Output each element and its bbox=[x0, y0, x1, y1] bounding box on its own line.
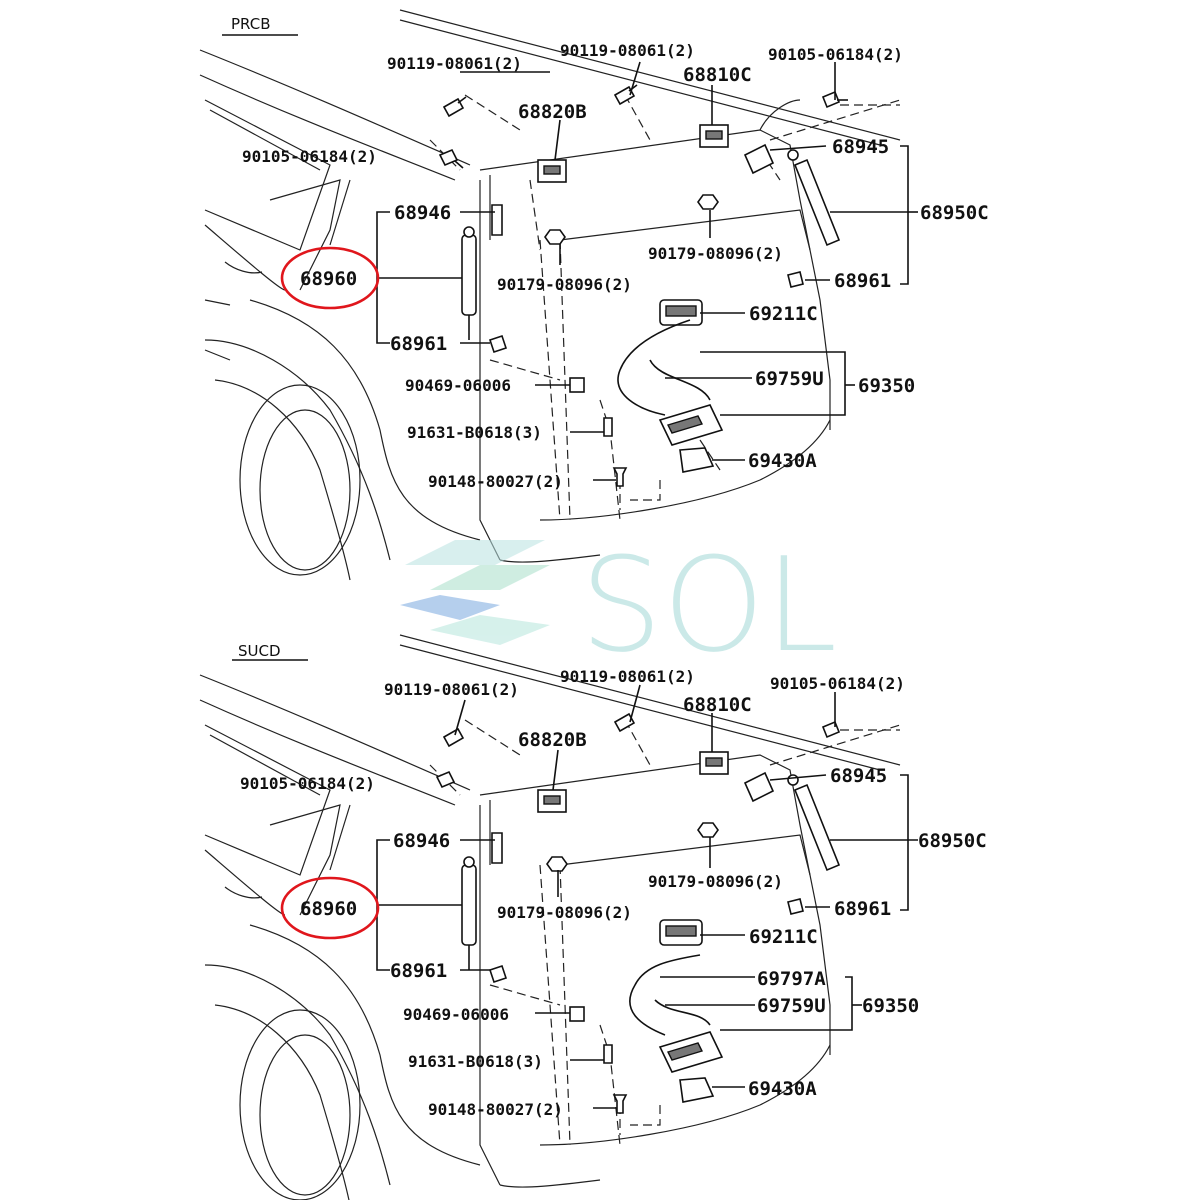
vehicle-body-outline bbox=[199, 9, 901, 581]
part-number: 68945 bbox=[832, 136, 889, 158]
hinge-icon bbox=[537, 789, 567, 813]
part-number: 90179-08096(2) bbox=[648, 872, 783, 891]
part-number: 91631-B0618(3) bbox=[408, 1052, 543, 1071]
part-number: 68961 bbox=[834, 270, 891, 292]
part-number: 68820B bbox=[518, 101, 587, 123]
highlighted-part-number: 68960 bbox=[300, 898, 357, 920]
bolt-icon bbox=[613, 712, 636, 733]
part-number: 68820B bbox=[518, 729, 587, 751]
bolt-icon bbox=[442, 727, 465, 748]
gas-strut-icon bbox=[461, 856, 477, 970]
part-number: 69430A bbox=[748, 450, 817, 472]
part-number: 68945 bbox=[830, 765, 887, 787]
bolt-icon bbox=[438, 148, 464, 169]
bracket-icon bbox=[743, 771, 775, 803]
part-number: 68810C bbox=[683, 694, 752, 716]
hinge-icon bbox=[537, 159, 567, 183]
part-number: 90105-06184(2) bbox=[240, 774, 375, 793]
hinge-icon bbox=[699, 124, 729, 148]
screw-icon bbox=[612, 467, 628, 487]
highlight-circle bbox=[280, 246, 380, 310]
part-number: 68950C bbox=[918, 830, 987, 852]
diagram-panel-prcb: PRCB 90119-08061(2) 90119-08061(2) 90105… bbox=[199, 9, 989, 581]
part-number-labels: PRCB 90119-08061(2) 90119-08061(2) 90105… bbox=[231, 15, 989, 491]
vehicle-body-outline bbox=[199, 634, 901, 1200]
cable-icon bbox=[629, 954, 711, 1036]
part-number: 69797A bbox=[757, 968, 826, 990]
bolt-icon bbox=[488, 334, 508, 354]
part-number: 90179-08096(2) bbox=[497, 275, 632, 294]
part-number: 90119-08061(2) bbox=[560, 41, 695, 60]
bolt-icon bbox=[435, 770, 456, 789]
part-number: 90105-06184(2) bbox=[770, 674, 905, 693]
part-number: 69211C bbox=[749, 926, 818, 948]
part-number: 69759U bbox=[755, 368, 824, 390]
gas-strut-icon bbox=[787, 774, 841, 872]
latch-icon bbox=[658, 404, 724, 446]
part-number: 90119-08061(2) bbox=[560, 667, 695, 686]
bolt-icon bbox=[488, 964, 508, 984]
cable-icon bbox=[617, 319, 711, 416]
nut-icon bbox=[546, 856, 568, 872]
bolt-icon bbox=[787, 271, 804, 288]
clip-icon bbox=[569, 1006, 585, 1022]
part-number: 69350 bbox=[862, 995, 919, 1017]
sol-logo-icon bbox=[400, 540, 550, 645]
part-number: 68950C bbox=[920, 202, 989, 224]
part-number: 68961 bbox=[834, 898, 891, 920]
striker-icon bbox=[679, 1077, 715, 1103]
part-number: 90119-08061(2) bbox=[387, 54, 522, 73]
gas-strut-icon bbox=[787, 149, 841, 247]
bolt-icon bbox=[442, 96, 467, 118]
part-number: 68946 bbox=[393, 830, 450, 852]
part-number: 90148-80027(2) bbox=[428, 1100, 563, 1119]
part-number-labels: SUCD 90119-08061(2) 90119-08061(2) 90105… bbox=[238, 642, 987, 1119]
part-number: 68946 bbox=[394, 202, 451, 224]
nut-icon bbox=[697, 194, 719, 210]
part-number: 90469-06006 bbox=[405, 376, 511, 395]
screw-icon bbox=[612, 1094, 628, 1114]
highlighted-part-number: 68960 bbox=[300, 268, 357, 290]
leader-lines bbox=[232, 659, 918, 1109]
part-number: 69759U bbox=[757, 995, 826, 1017]
part-number: 90148-80027(2) bbox=[428, 472, 563, 491]
bolt-icon bbox=[603, 1044, 613, 1064]
striker-icon bbox=[679, 447, 715, 473]
part-number: 90105-06184(2) bbox=[242, 147, 377, 166]
variant-tag: PRCB bbox=[231, 15, 271, 33]
part-number: 69350 bbox=[858, 375, 915, 397]
gas-strut-icon bbox=[461, 226, 477, 340]
highlight-circle bbox=[280, 876, 380, 940]
bolt-icon bbox=[613, 84, 638, 106]
variant-tag: SUCD bbox=[238, 642, 281, 660]
part-number: 69211C bbox=[749, 303, 818, 325]
part-glyphs bbox=[435, 712, 841, 1114]
hinge-icon bbox=[699, 751, 729, 775]
bracket-icon bbox=[743, 143, 775, 175]
part-number: 90179-08096(2) bbox=[497, 903, 632, 922]
part-number: 90105-06184(2) bbox=[768, 45, 903, 64]
diagram-panel-sucd: SUCD 90119-08061(2) 90119-08061(2) 90105… bbox=[199, 634, 987, 1200]
part-number: 68961 bbox=[390, 960, 447, 982]
part-glyphs bbox=[438, 84, 848, 487]
lock-motor-icon bbox=[659, 919, 703, 946]
part-number: 68810C bbox=[683, 64, 752, 86]
latch-icon bbox=[658, 1031, 724, 1073]
part-number: 68961 bbox=[390, 333, 447, 355]
part-number: 69430A bbox=[748, 1078, 817, 1100]
part-number: 90469-06006 bbox=[403, 1005, 509, 1024]
nut-icon bbox=[697, 822, 719, 838]
watermark-text: SOL bbox=[580, 529, 837, 681]
part-number: 91631-B0618(3) bbox=[407, 423, 542, 442]
bolt-icon bbox=[603, 417, 613, 437]
part-number: 90179-08096(2) bbox=[648, 244, 783, 263]
bolt-icon bbox=[787, 898, 804, 915]
leader-lines bbox=[222, 34, 918, 481]
part-number: 90119-08061(2) bbox=[384, 680, 519, 699]
